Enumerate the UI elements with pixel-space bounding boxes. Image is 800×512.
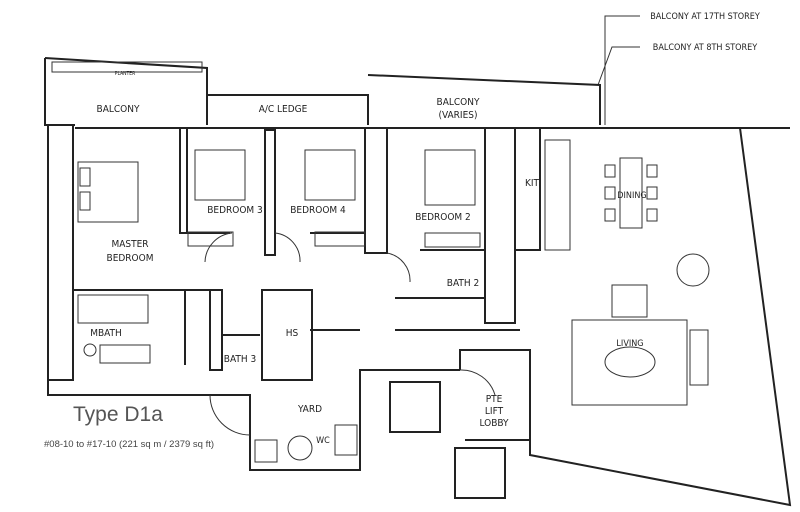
callout-leaders: [597, 15, 640, 125]
label-master-bedroom: BEDROOM: [107, 253, 154, 264]
label-pte: PTE: [486, 394, 503, 405]
label-bath-3: BATH 3: [224, 354, 256, 365]
label-kitchen: KIT: [525, 178, 540, 189]
label-wc: WC: [316, 436, 330, 446]
label-ac-ledge: A/C LEDGE: [259, 104, 308, 115]
label-bedroom-4: BEDROOM 4: [290, 205, 346, 216]
callout-8th-storey: BALCONY AT 8TH STOREY: [653, 43, 758, 53]
label-balcony-varies-note: (VARIES): [439, 110, 478, 121]
label-living: LIVING: [616, 339, 643, 349]
label-hs: HS: [286, 328, 299, 339]
callout-17th-storey: BALCONY AT 17TH STOREY: [650, 12, 760, 22]
walls: [44, 57, 792, 507]
label-bedroom-3: BEDROOM 3: [207, 205, 263, 216]
label-balcony-varies: BALCONY: [437, 97, 480, 108]
label-dining: DINING: [617, 191, 646, 201]
label-bath-2: BATH 2: [447, 278, 479, 289]
label-planter: PLANTER: [115, 71, 136, 77]
furniture: [77, 139, 710, 463]
unit-area-subtitle: #08-10 to #17-10 (221 sq m / 2379 sq ft): [44, 439, 214, 450]
label-lift: LIFT: [485, 406, 504, 417]
label-lobby: LOBBY: [479, 418, 509, 429]
label-yard: YARD: [297, 404, 322, 415]
label-balcony: BALCONY: [97, 104, 140, 115]
unit-type-title: Type D1a: [73, 403, 163, 426]
label-master: MASTER: [111, 239, 148, 250]
label-bedroom-2: BEDROOM 2: [415, 212, 471, 223]
label-mbath: MBATH: [90, 328, 122, 339]
